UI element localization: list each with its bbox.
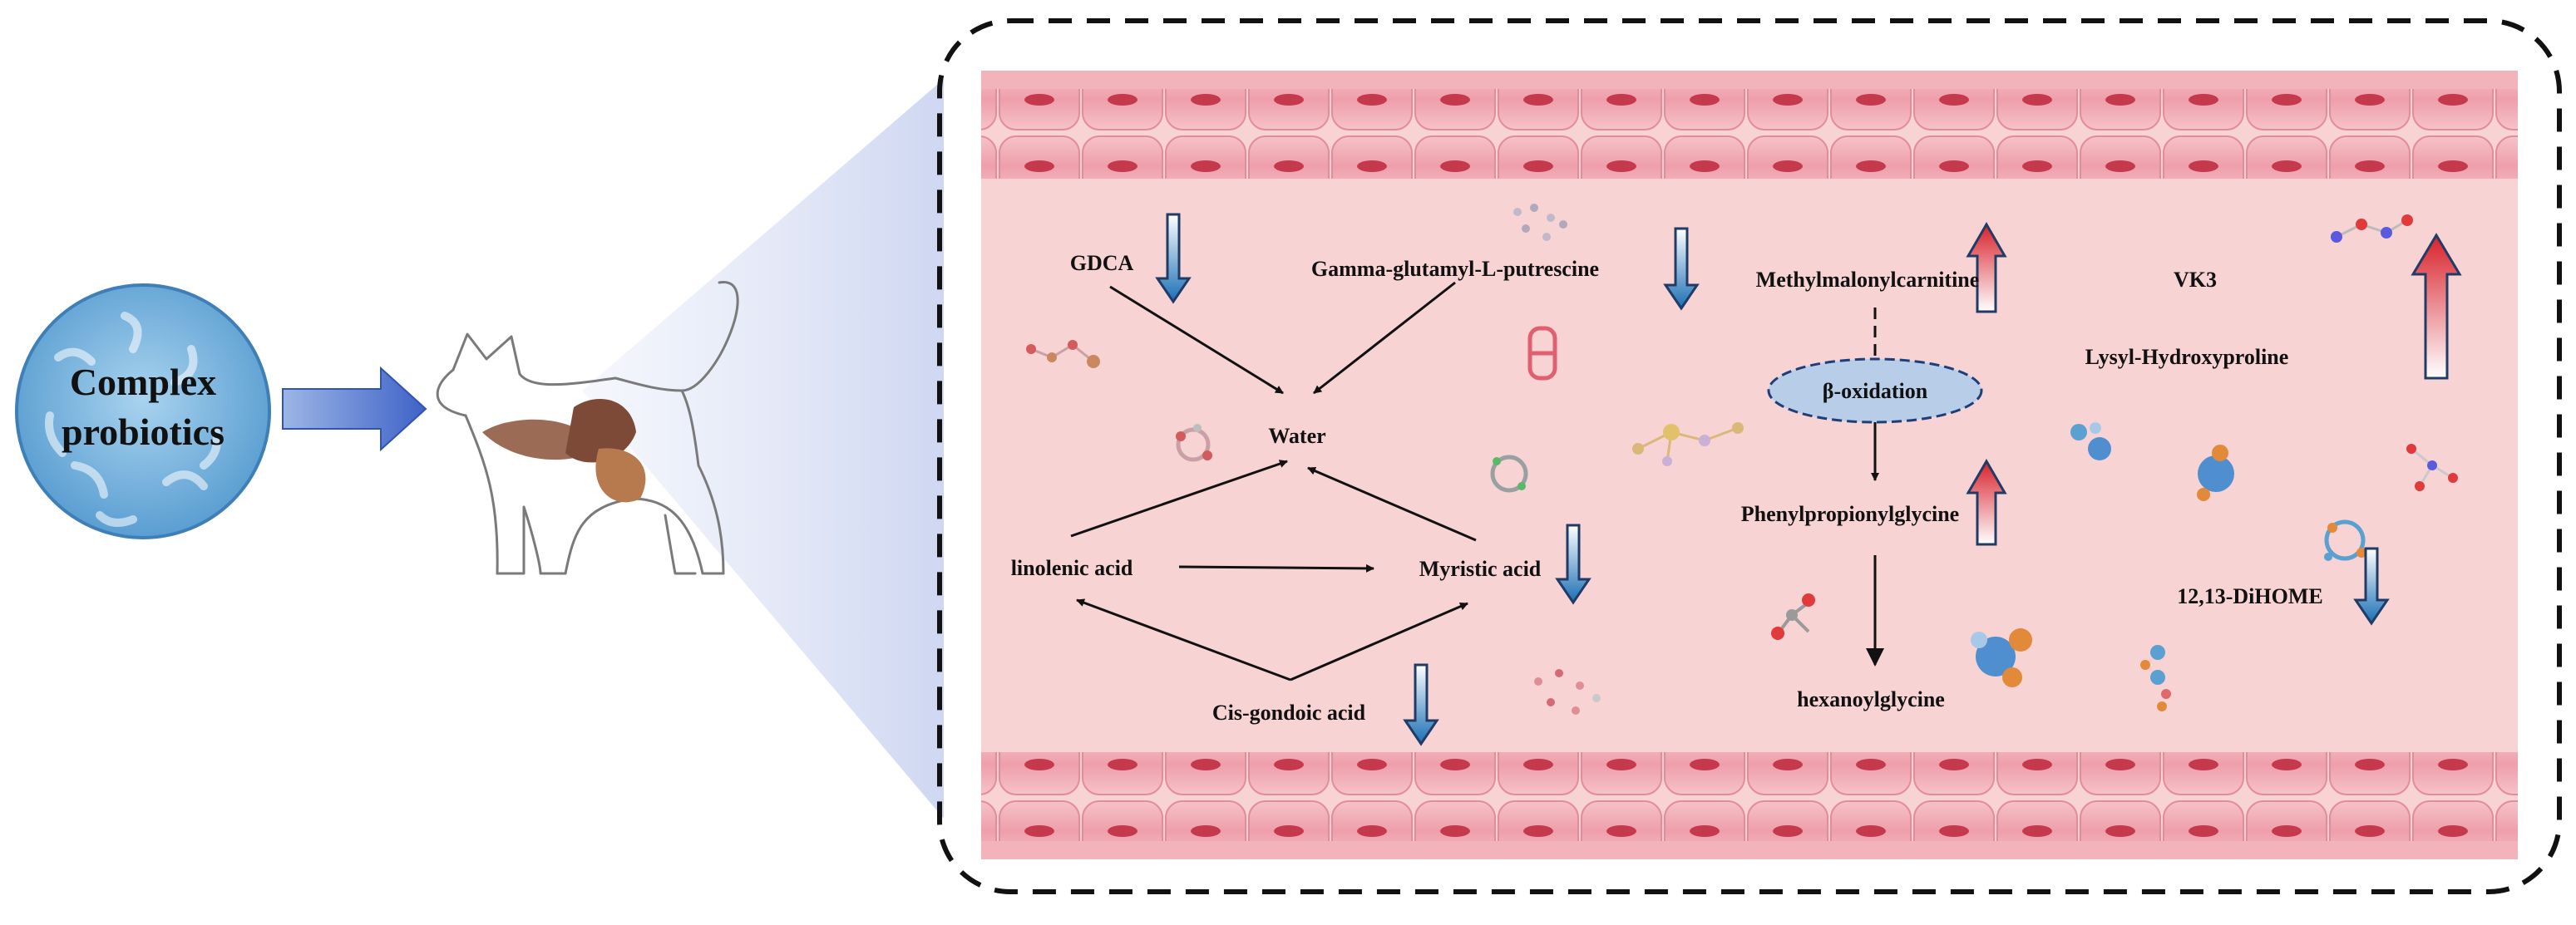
label-gamma: Gamma-glutamyl-L-putrescine (1311, 257, 1599, 281)
label-beta: β-oxidation (1823, 379, 1928, 403)
label-hexanoyl: hexanoylglycine (1797, 687, 1945, 711)
label-lysyl: Lysyl-Hydroxyproline (2085, 345, 2289, 369)
gdca-down-arrow (1155, 213, 1192, 304)
down-arrows (1155, 213, 2390, 746)
label-dihome: 12,13-DiHOME (2177, 584, 2323, 608)
methylmalonyl-up-arrow (1966, 222, 2007, 313)
epithelium-bottom (981, 752, 2518, 844)
probiotics-line2: probiotics (62, 411, 225, 453)
edge-gdca-water (1109, 285, 1284, 395)
administration-arrow (282, 366, 427, 452)
pathway-arrows (1070, 281, 1884, 681)
edge-gamma-water (1313, 281, 1456, 395)
probiotic-circle-icon: Complex probiotics (15, 283, 271, 539)
vk3-up-arrow (2411, 233, 2462, 380)
label-vk3: VK3 (2174, 268, 2217, 292)
label-water: Water (1268, 424, 1325, 448)
epithelium-top (981, 87, 2518, 179)
cat-organs (482, 399, 646, 503)
phenylpropionyl-up-arrow (1966, 459, 2007, 546)
up-arrows (1966, 222, 2462, 546)
label-myristic: Myristic acid (1419, 557, 1542, 581)
molecule-icon (1026, 204, 2458, 715)
edge-cisgondoic-myristic (1290, 602, 1468, 681)
probiotics-line1: Complex (70, 361, 216, 403)
label-cisgondoic: Cis-gondoic acid (1212, 701, 1366, 725)
beta-oxidation-node (1767, 357, 1983, 424)
edge-cisgondoic-linolenic (1076, 598, 1291, 681)
zoom-frame (937, 18, 2562, 894)
myristic-down-arrow (1555, 524, 1591, 605)
edge-myristic-water (1307, 466, 1477, 542)
zoom-beam (582, 79, 944, 819)
label-gdca: GDCA (1070, 251, 1134, 275)
dihome-down-arrow (2353, 547, 2390, 626)
label-phenylpropionyl: Phenylpropionylglycine (1741, 502, 1959, 526)
cat-icon (436, 281, 739, 575)
label-methylmalonyl: Methylmalonylcarnitine (1756, 268, 1980, 292)
edge-linolenic-water (1070, 460, 1288, 538)
label-linolenic: linolenic acid (1011, 556, 1133, 580)
intestine-panel (981, 71, 2518, 859)
node-labels: GDCA Gamma-glutamyl-L-putrescine Water l… (1011, 251, 2323, 725)
edge-linolenic-myristic (1178, 563, 1374, 573)
cisgondoic-down-arrow (1403, 663, 1439, 746)
gamma-down-arrow (1663, 227, 1700, 311)
